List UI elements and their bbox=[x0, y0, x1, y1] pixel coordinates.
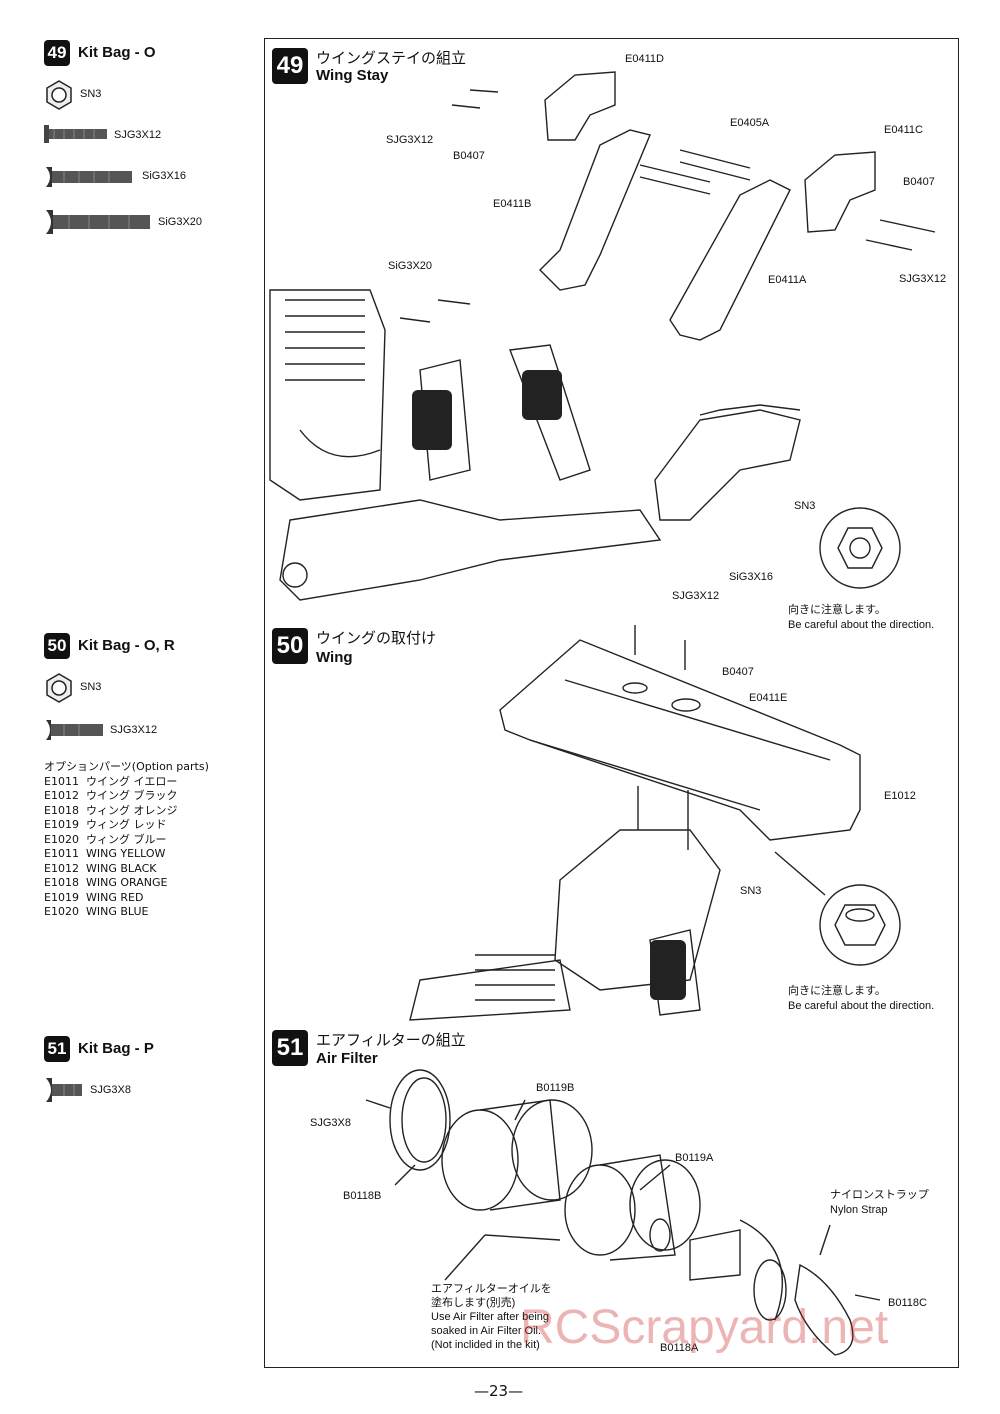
note-line: (Not inclided in the kit) bbox=[431, 1339, 540, 1351]
label-e0411b: E0411B bbox=[493, 198, 532, 210]
step-50-badge: 50 bbox=[272, 628, 308, 664]
label-sn3: SN3 bbox=[740, 885, 762, 897]
label-b0118b: B0118B bbox=[343, 1190, 382, 1202]
kit-49-part-sn3: SN3 bbox=[80, 88, 102, 100]
label-e0411e: E0411E bbox=[749, 692, 788, 704]
note-line: エアフィルターオイルを bbox=[431, 1283, 552, 1295]
label-b0407: B0407 bbox=[453, 150, 485, 162]
step-49-badge: 49 bbox=[272, 48, 308, 84]
screw-icon bbox=[44, 124, 108, 144]
step-50-title-en: Wing bbox=[316, 649, 353, 666]
label-b0118c: B0118C bbox=[888, 1297, 927, 1309]
note-line: soaked in Air Filter Oil. bbox=[431, 1325, 542, 1337]
label-b0407: B0407 bbox=[903, 176, 935, 188]
label-b0119a: B0119A bbox=[675, 1152, 714, 1164]
label-e0411a: E0411A bbox=[768, 274, 807, 286]
step-50-note-en: Be careful about the direction. bbox=[788, 1000, 935, 1012]
label-e1012: E1012 bbox=[884, 790, 916, 802]
step-51-title-jp: エアフィルターの組立 bbox=[316, 1031, 466, 1049]
kit-50-badge: 50 bbox=[44, 633, 70, 659]
step-49-title-jp: ウイングステイの組立 bbox=[316, 49, 467, 67]
label-sn3: SN3 bbox=[794, 500, 816, 512]
kit-49-part-sig3x20: SiG3X20 bbox=[158, 216, 203, 228]
kit-51-badge: 51 bbox=[44, 1036, 70, 1062]
step-51-title-en: Air Filter bbox=[316, 1050, 378, 1067]
step-49-note-en: Be careful about the direction. bbox=[788, 619, 935, 631]
kit-50-part-sjg3x12: SJG3X12 bbox=[110, 724, 158, 736]
screw-icon bbox=[44, 718, 104, 742]
label-b0407: B0407 bbox=[722, 666, 754, 678]
label-nylon-strap-en: Nylon Strap bbox=[830, 1204, 888, 1216]
kit-49-part-sig3x16: SiG3X16 bbox=[142, 170, 187, 182]
kit-51-title: Kit Bag - P bbox=[78, 1040, 154, 1057]
screw-icon bbox=[44, 208, 152, 236]
nut-icon bbox=[44, 80, 74, 110]
step-50-title-jp: ウイングの取付け bbox=[316, 629, 437, 647]
step-49-note-jp: 向きに注意します。 bbox=[788, 604, 886, 616]
label-nylon-strap-jp: ナイロンストラップ bbox=[830, 1189, 929, 1201]
label-b0118a: B0118A bbox=[660, 1342, 699, 1354]
label-sig3x20: SiG3X20 bbox=[388, 260, 433, 272]
label-e0411c: E0411C bbox=[884, 124, 923, 136]
kit-49-badge: 49 bbox=[44, 40, 70, 66]
nut-icon bbox=[44, 673, 74, 703]
label-sjg3x12: SJG3X12 bbox=[672, 590, 720, 602]
page-number: —23— bbox=[474, 1382, 524, 1400]
step-51-badge: 51 bbox=[272, 1030, 308, 1066]
air-filter-oil-note: エアフィルターオイルを 塗布します(別売) Use Air Filter aft… bbox=[431, 1282, 552, 1352]
label-e0411d: E0411D bbox=[625, 53, 664, 65]
watermark: RCScrapyard.net bbox=[520, 1301, 889, 1354]
kit-49-title: Kit Bag - O bbox=[78, 44, 156, 61]
kit-50-title: Kit Bag - O, R bbox=[78, 637, 175, 654]
kit-50-part-sn3: SN3 bbox=[80, 681, 102, 693]
note-line: 塗布します(別売) bbox=[431, 1297, 516, 1309]
kit-51-part-sjg3x8: SJG3X8 bbox=[90, 1084, 131, 1096]
screw-icon bbox=[44, 165, 134, 189]
label-b0119b: B0119B bbox=[536, 1082, 575, 1094]
note-line: Use Air Filter after being bbox=[431, 1311, 549, 1323]
label-e0405a: E0405A bbox=[730, 117, 770, 129]
screw-icon bbox=[44, 1076, 84, 1104]
kit-49-part-sjg3x12: SJG3X12 bbox=[114, 129, 162, 141]
option-parts-title: オプションパーツ(Option parts) bbox=[44, 760, 209, 773]
label-sjg3x8: SJG3X8 bbox=[310, 1117, 351, 1129]
step-50-note-jp: 向きに注意します。 bbox=[788, 985, 886, 997]
label-sjg3x12: SJG3X12 bbox=[386, 134, 434, 146]
assembly-frame bbox=[264, 38, 959, 1368]
step-49-title-en: Wing Stay bbox=[316, 67, 389, 84]
label-sig3x16: SiG3X16 bbox=[729, 571, 774, 583]
label-sjg3x12: SJG3X12 bbox=[899, 273, 947, 285]
